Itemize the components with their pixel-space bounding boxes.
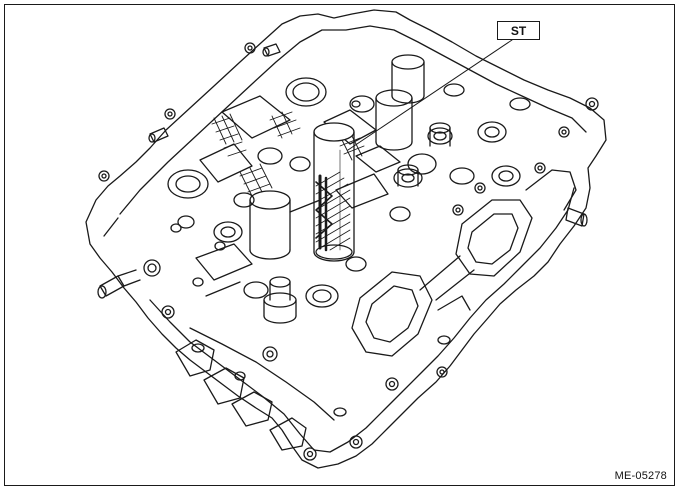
figure-code: ME-05278 bbox=[614, 470, 667, 482]
callout-st-label: ST bbox=[497, 21, 540, 40]
cam-journal-webs bbox=[195, 95, 401, 297]
callout-leader bbox=[347, 39, 513, 151]
cylinder-head-outline bbox=[85, 9, 607, 469]
valve-spring-retainers bbox=[263, 122, 451, 324]
intake-ports bbox=[351, 169, 577, 357]
special-tool-st bbox=[313, 122, 355, 262]
valve-lifter-cups bbox=[249, 54, 425, 260]
left-stud bbox=[97, 269, 141, 299]
bores bbox=[167, 77, 531, 308]
front-face-ports bbox=[175, 327, 335, 451]
figure-frame bbox=[4, 4, 675, 486]
rim-bolt-holes bbox=[98, 42, 599, 461]
